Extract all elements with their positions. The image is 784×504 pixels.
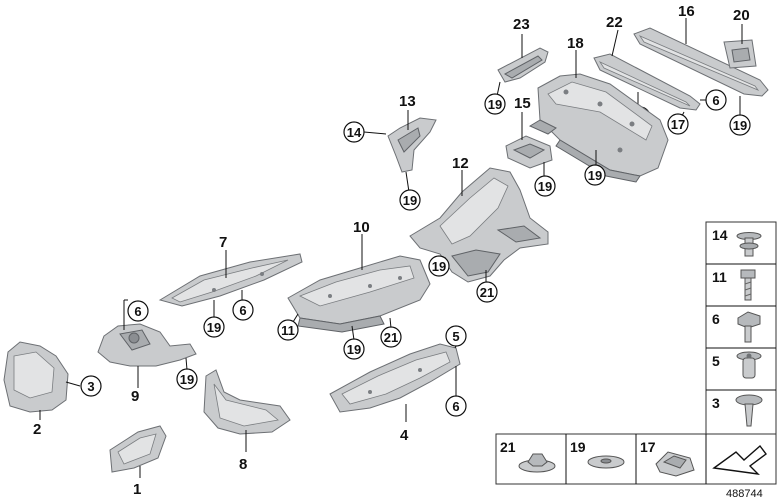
svg-text:11: 11	[281, 323, 295, 338]
part-23-shape	[497, 47, 549, 83]
legend-11: 11	[712, 269, 727, 285]
callout-6-d	[445, 395, 467, 417]
svg-text:19: 19	[538, 179, 552, 194]
fastener-3-icon	[735, 394, 763, 427]
label-10: 10	[353, 219, 370, 236]
part-13-shape	[387, 117, 437, 173]
svg-text:19: 19	[588, 168, 602, 183]
fastener-17-icon	[655, 451, 695, 477]
svg-text:17: 17	[671, 117, 685, 132]
label-4: 4	[400, 427, 409, 444]
label-23: 23	[513, 16, 530, 33]
legend-5: 5	[712, 353, 720, 369]
fastener-11-icon	[740, 269, 756, 301]
legend-17: 17	[640, 439, 656, 455]
part-4-shape	[329, 343, 461, 413]
label-2: 2	[33, 421, 41, 438]
callout-6-a	[705, 89, 727, 111]
part-22-shape	[593, 53, 701, 111]
part-12-shape	[409, 167, 549, 283]
label-12: 12	[452, 155, 469, 172]
legend-19: 19	[570, 439, 586, 455]
label-9: 9	[131, 388, 139, 405]
svg-text:19: 19	[180, 372, 194, 387]
label-18: 18	[567, 35, 584, 52]
arrow-icon	[712, 444, 767, 475]
svg-text:19: 19	[347, 342, 361, 357]
part-7-shape	[158, 253, 303, 307]
label-16: 16	[678, 3, 695, 20]
callout-14	[343, 121, 365, 143]
callout-19-f	[399, 189, 421, 211]
label-7: 7	[219, 234, 227, 251]
label-20: 20	[733, 7, 750, 24]
callout-19-a	[484, 93, 506, 115]
label-8: 8	[239, 456, 247, 473]
callout-19-e	[534, 175, 556, 197]
svg-text:21: 21	[480, 285, 494, 300]
svg-text:19: 19	[403, 193, 417, 208]
callout-19-d	[584, 164, 606, 186]
callout-17	[667, 113, 689, 135]
svg-text:5: 5	[452, 329, 459, 344]
callout-6-b	[232, 299, 254, 321]
part-18-shape	[528, 73, 669, 183]
callout-19-c	[729, 114, 751, 136]
legend-6: 6	[712, 311, 720, 327]
legend-21: 21	[500, 439, 516, 455]
callout-21-a	[476, 281, 498, 303]
callout-6-c	[127, 300, 149, 322]
part-9-shape	[97, 323, 197, 367]
svg-text:6: 6	[134, 304, 141, 319]
svg-text:3: 3	[87, 379, 94, 394]
part-16-shape	[633, 27, 769, 97]
svg-text:19: 19	[488, 97, 502, 112]
callout-19-g	[428, 255, 450, 277]
reference-number: 488744	[726, 488, 763, 500]
svg-text:6: 6	[239, 303, 246, 318]
callout-19-j	[176, 368, 198, 390]
fastener-legend-bottom: 21 19 17	[495, 433, 777, 485]
label-22: 22	[606, 14, 623, 31]
fastener-14-icon	[736, 232, 762, 257]
callout-19-i	[203, 316, 225, 338]
fastener-21-icon	[518, 453, 556, 473]
fastener-5-icon	[736, 351, 762, 379]
part-1-shape	[109, 425, 167, 473]
part-8-shape	[203, 369, 291, 435]
part-15-shape	[505, 135, 553, 169]
svg-text:19: 19	[733, 118, 747, 133]
callout-11	[277, 319, 299, 341]
fastener-6-icon	[737, 311, 761, 343]
legend-14: 14	[712, 227, 728, 243]
label-15: 15	[514, 95, 531, 112]
svg-text:19: 19	[207, 320, 221, 335]
svg-text:21: 21	[384, 330, 398, 345]
svg-text:14: 14	[347, 125, 362, 140]
legend-3: 3	[712, 395, 720, 411]
svg-text:19: 19	[432, 259, 446, 274]
callout-21-b	[380, 326, 402, 348]
part-2-shape	[3, 341, 69, 413]
callout-5	[445, 325, 467, 347]
part-20-shape	[723, 39, 757, 69]
label-1: 1	[133, 481, 141, 498]
label-13: 13	[399, 93, 416, 110]
callout-19-h	[343, 338, 365, 360]
callout-3	[80, 375, 102, 397]
part-10-shape	[287, 255, 431, 333]
svg-text:6: 6	[712, 93, 719, 108]
fastener-legend-side: 14 11 6 5 3	[705, 221, 777, 435]
fastener-19-icon	[587, 455, 625, 469]
svg-text:6: 6	[452, 399, 459, 414]
